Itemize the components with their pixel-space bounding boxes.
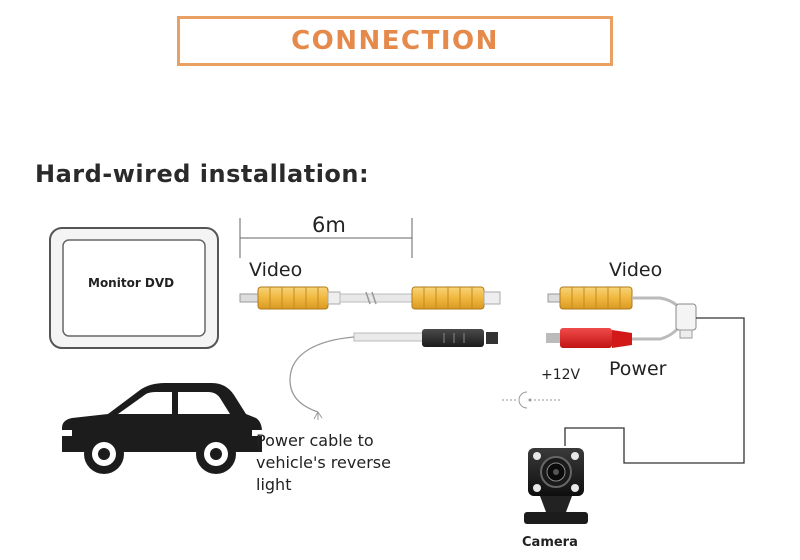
monitor-illustration <box>49 227 219 349</box>
camera-power-connector <box>546 325 682 348</box>
power-cable-note: Power cable to vehicle's reverse light <box>256 431 391 494</box>
section-heading: Hard-wired installation: <box>35 160 370 188</box>
video-label-left: Video <box>249 259 303 281</box>
camera-wire <box>564 317 745 464</box>
video-label-right: Video <box>609 259 663 281</box>
reverse-light-wire <box>289 336 355 413</box>
camera-video-connector <box>547 286 682 310</box>
wire-end <box>313 411 323 420</box>
voltage-label: +12V <box>541 367 581 383</box>
length-dimension <box>239 218 413 258</box>
power-label: Power <box>609 358 667 380</box>
camera-illustration <box>524 448 588 524</box>
cable-length-label: 6m <box>312 213 346 237</box>
cable-junction <box>675 303 697 339</box>
monitor-label: Monitor DVD <box>88 276 175 290</box>
power-lead <box>353 329 498 347</box>
page-title: CONNECTION <box>291 26 499 56</box>
voltage-symbol <box>502 391 562 409</box>
video-extension-cable <box>239 286 501 310</box>
title-box: CONNECTION <box>177 16 613 66</box>
camera-label: Camera <box>522 535 578 550</box>
car-illustration <box>62 383 262 474</box>
